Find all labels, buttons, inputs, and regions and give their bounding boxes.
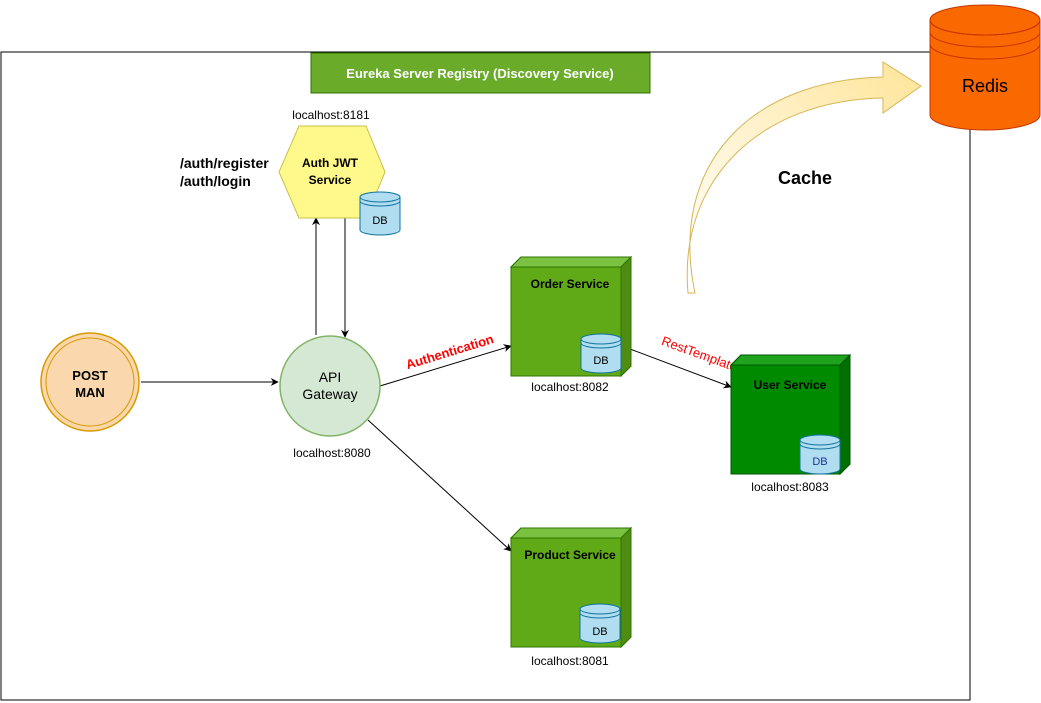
auth-jwt-service-node[interactable]: Auth JWT Service [278,125,386,219]
registry-label: Eureka Server Registry (Discovery Servic… [346,66,613,81]
postman-label-line1: POST [72,368,107,383]
user-db-icon: DB [799,434,841,475]
product-host: localhost:8081 [531,654,609,668]
redis-label: Redis [962,76,1008,96]
auth-label-line2: Service [309,173,352,187]
user-service-node[interactable]: User Service DB [729,353,852,476]
edge-gateway-product [367,419,512,552]
auth-host: localhost:8181 [292,108,370,122]
edge-order-user [629,348,732,389]
redis-node[interactable]: Redis [929,4,1041,131]
gateway-label-line1: API [319,369,342,385]
auth-db-label: DB [372,215,387,227]
authentication-label: Authentication [404,331,495,372]
registry-label-box[interactable]: Eureka Server Registry (Discovery Servic… [310,52,651,94]
order-service-node[interactable]: Order Service DB [509,255,633,378]
product-service-label: Product Service [524,548,616,562]
postman-label-line2: MAN [75,385,105,400]
order-db-label: DB [593,355,608,367]
rest-template-label: RestTemplate [660,333,740,374]
product-service-node[interactable]: Product Service DB [509,526,633,649]
user-db-label: DB [812,456,827,468]
order-db-icon: DB [580,333,622,374]
registry-boundary [0,51,971,701]
gateway-host: localhost:8080 [293,446,371,460]
cache-arrow [686,61,922,294]
api-gateway-node[interactable]: API Gateway [279,335,381,437]
user-host: localhost:8083 [751,480,829,494]
auth-label-line1: Auth JWT [302,156,359,170]
product-db-label: DB [592,626,607,638]
cache-label: Cache [778,168,832,188]
user-service-label: User Service [754,378,827,392]
postman-node[interactable]: POST MAN [40,332,140,432]
auth-route-login: /auth/login [180,173,251,189]
edge-gateway-order [379,344,512,387]
order-service-label: Order Service [531,277,610,291]
gateway-label-line2: Gateway [302,386,357,402]
product-db-icon: DB [579,603,621,644]
auth-db-icon: DB [359,191,401,236]
order-host: localhost:8082 [531,380,609,394]
auth-route-register: /auth/register [180,155,269,171]
